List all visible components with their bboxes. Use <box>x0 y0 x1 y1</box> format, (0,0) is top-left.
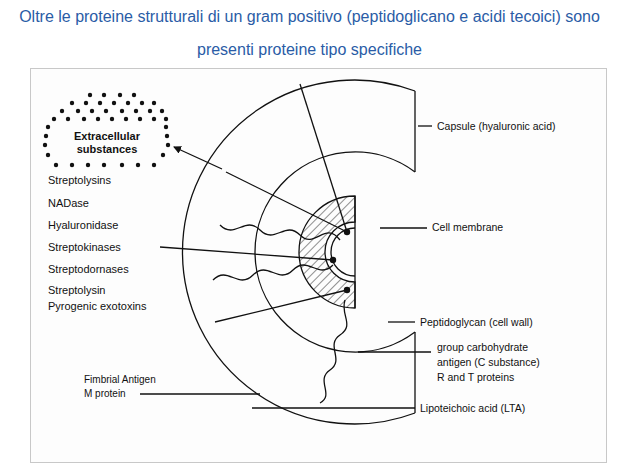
substance-label: Streptolysin <box>48 284 105 297</box>
node-text: Extracellular substances <box>42 130 172 156</box>
part-label: R and T proteins <box>437 371 514 384</box>
substance-label: Hyaluronidase <box>48 219 118 232</box>
substance-label: NADase <box>48 197 89 210</box>
substance-label: Streptokinases <box>48 241 121 254</box>
page-title: Oltre le proteine strutturali di un gram… <box>0 0 619 66</box>
substance-label: Streptodornases <box>48 263 129 276</box>
antigen-label: Fimbrial Antigen <box>84 373 156 386</box>
substance-label: Streptolysins <box>48 174 111 187</box>
part-label: Peptidoglycan (cell wall) <box>420 316 533 329</box>
antigen-label: M protein <box>84 387 126 400</box>
part-label: Lipoteichoic acid (LTA) <box>420 402 525 415</box>
part-label: Cell membrane <box>432 221 503 234</box>
dot-cloud: Extracellular substances <box>42 90 172 172</box>
substance-label: Pyrogenic exotoxins <box>48 300 146 313</box>
part-label: Capsule (hyaluronic acid) <box>437 120 555 133</box>
part-label: group carbohydrate antigen (C substance) <box>437 340 549 370</box>
